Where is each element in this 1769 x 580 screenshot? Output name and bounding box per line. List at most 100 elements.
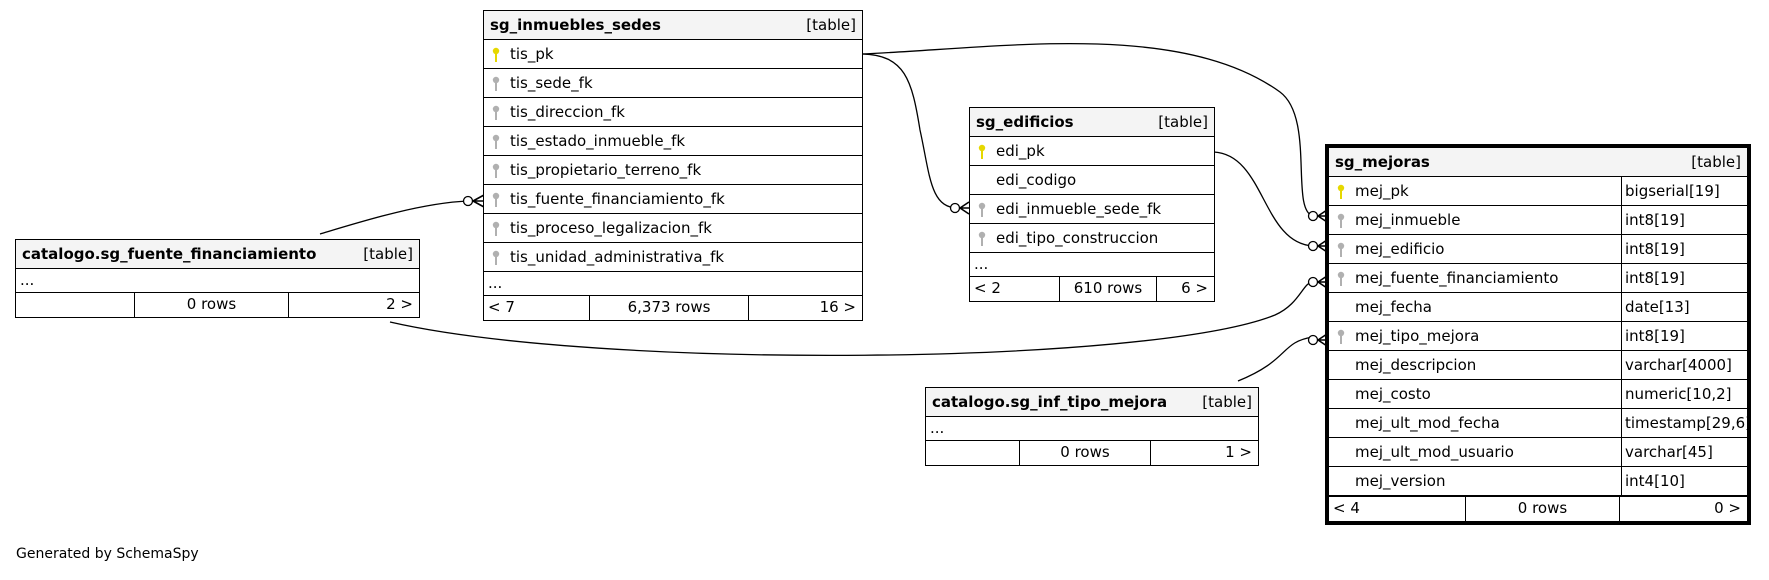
foreign-key-icon xyxy=(1337,242,1345,257)
column-row[interactable]: mej_costo numeric[10,2] xyxy=(1329,380,1747,409)
table-header[interactable]: catalogo.sg_fuente_financiamiento [table… xyxy=(16,240,419,269)
table-name: sg_edificios xyxy=(976,113,1074,131)
column-row[interactable]: tis_direccion_fk xyxy=(484,98,862,127)
table-name: catalogo.sg_fuente_financiamiento xyxy=(22,245,317,263)
foreign-key-icon xyxy=(492,221,500,236)
column-row[interactable]: edi_codigo xyxy=(970,166,1214,195)
column-name: tis_pk xyxy=(510,45,554,63)
column-name: edi_inmueble_sede_fk xyxy=(996,200,1162,218)
column-type: int8[19] xyxy=(1621,322,1747,350)
generated-by-credit: Generated by SchemaSpy xyxy=(16,546,199,562)
column-name: mej_edificio xyxy=(1355,240,1445,258)
column-name: tis_sede_fk xyxy=(510,74,593,92)
column-name: mej_pk xyxy=(1355,182,1409,200)
key-icon xyxy=(492,47,500,62)
column-name: mej_tipo_mejora xyxy=(1355,327,1480,345)
table-sg-inmuebles-sedes[interactable]: sg_inmuebles_sedes [table] tis_pk tis_se… xyxy=(483,10,863,321)
table-header[interactable]: sg_mejoras [table] xyxy=(1329,148,1747,177)
parents-link[interactable] xyxy=(16,293,134,317)
column-row[interactable]: tis_fuente_financiamiento_fk xyxy=(484,185,862,214)
table-footer: 0 rows 1 > xyxy=(926,441,1258,465)
key-icon xyxy=(978,144,986,159)
ellipsis: ... xyxy=(930,419,945,437)
children-link[interactable]: 2 > xyxy=(288,293,419,317)
ellipsis: ... xyxy=(20,271,35,289)
column-type: int8[19] xyxy=(1621,264,1747,292)
table-footer: 0 rows 2 > xyxy=(16,293,419,317)
foreign-key-icon xyxy=(492,134,500,149)
column-row[interactable]: mej_pk bigserial[19] xyxy=(1329,177,1747,206)
more-columns: ... xyxy=(926,417,1258,441)
more-columns: ... xyxy=(484,272,862,296)
table-header[interactable]: catalogo.sg_inf_tipo_mejora [table] xyxy=(926,388,1258,417)
foreign-key-icon xyxy=(1337,329,1345,344)
column-row[interactable]: tis_unidad_administrativa_fk xyxy=(484,243,862,272)
column-row[interactable]: tis_proceso_legalizacion_fk xyxy=(484,214,862,243)
table-sg-edificios[interactable]: sg_edificios [table] edi_pk edi_codigo e… xyxy=(969,107,1215,302)
children-link[interactable]: 6 > xyxy=(1156,277,1214,301)
column-type: date[13] xyxy=(1621,293,1747,321)
table-header[interactable]: sg_inmuebles_sedes [table] xyxy=(484,11,862,40)
column-row[interactable]: mej_ult_mod_usuario varchar[45] xyxy=(1329,438,1747,467)
edge-sedes-edificios xyxy=(861,53,959,209)
column-row[interactable]: tis_pk xyxy=(484,40,862,69)
column-name: edi_pk xyxy=(996,142,1045,160)
column-row[interactable]: mej_fuente_financiamiento int8[19] xyxy=(1329,264,1747,293)
row-count: 0 rows xyxy=(1019,441,1150,465)
column-type: varchar[45] xyxy=(1621,438,1747,466)
column-name: edi_codigo xyxy=(996,171,1077,189)
children-link[interactable]: 0 > xyxy=(1619,497,1747,521)
foreign-key-icon xyxy=(492,163,500,178)
column-row[interactable]: mej_version int4[10] xyxy=(1329,467,1747,496)
parents-link[interactable]: < 4 xyxy=(1333,499,1360,517)
column-name: edi_tipo_construccion xyxy=(996,229,1159,247)
table-footer: < 2 610 rows 6 > xyxy=(970,277,1214,301)
column-row[interactable]: edi_pk xyxy=(970,137,1214,166)
table-catalogo-sg-fuente-financiamiento[interactable]: catalogo.sg_fuente_financiamiento [table… xyxy=(15,239,420,318)
column-name: mej_inmueble xyxy=(1355,211,1461,229)
column-row[interactable]: tis_propietario_terreno_fk xyxy=(484,156,862,185)
edge-sedes-mejoras xyxy=(861,42,1314,217)
foreign-key-icon xyxy=(492,76,500,91)
column-name: mej_ult_mod_usuario xyxy=(1355,443,1514,461)
foreign-key-icon xyxy=(1337,213,1345,228)
edge-tipo-mejoras xyxy=(1237,336,1314,382)
children-link[interactable]: 1 > xyxy=(1150,441,1258,465)
table-name: catalogo.sg_inf_tipo_mejora xyxy=(932,393,1168,411)
parents-link[interactable]: < 7 xyxy=(488,298,515,316)
parents-link[interactable]: < 2 xyxy=(974,279,1001,297)
column-row[interactable]: mej_ult_mod_fecha timestamp[29,6] xyxy=(1329,409,1751,438)
key-icon xyxy=(1337,184,1345,199)
parents-link[interactable] xyxy=(926,441,1019,465)
column-row[interactable]: tis_sede_fk xyxy=(484,69,862,98)
row-count: 610 rows xyxy=(1059,277,1156,301)
table-footer: < 7 6,373 rows 16 > xyxy=(484,296,862,320)
ellipsis: ... xyxy=(488,274,503,292)
column-type: numeric[10,2] xyxy=(1621,380,1747,408)
column-name: tis_unidad_administrativa_fk xyxy=(510,248,725,266)
column-row[interactable]: mej_fecha date[13] xyxy=(1329,293,1747,322)
table-header[interactable]: sg_edificios [table] xyxy=(970,108,1214,137)
column-row[interactable]: mej_edificio int8[19] xyxy=(1329,235,1747,264)
row-count: 0 rows xyxy=(1465,497,1619,521)
column-row[interactable]: edi_tipo_construccion xyxy=(970,224,1214,253)
column-name: mej_costo xyxy=(1355,385,1431,403)
row-count: 6,373 rows xyxy=(589,296,748,320)
column-name: mej_descripcion xyxy=(1355,356,1477,374)
table-catalogo-sg-inf-tipo-mejora[interactable]: catalogo.sg_inf_tipo_mejora [table] ... … xyxy=(925,387,1259,466)
table-sg-mejoras[interactable]: sg_mejoras [table] mej_pk bigserial[19] … xyxy=(1325,144,1751,525)
table-kind: [table] xyxy=(806,16,856,34)
table-name: sg_inmuebles_sedes xyxy=(490,16,661,34)
column-row[interactable]: tis_estado_inmueble_fk xyxy=(484,127,862,156)
column-row[interactable]: edi_inmueble_sede_fk xyxy=(970,195,1214,224)
table-kind: [table] xyxy=(1158,113,1208,131)
table-name: sg_mejoras xyxy=(1335,153,1430,171)
column-row[interactable]: mej_descripcion varchar[4000] xyxy=(1329,351,1747,380)
column-row[interactable]: mej_inmueble int8[19] xyxy=(1329,206,1747,235)
column-row[interactable]: mej_tipo_mejora int8[19] xyxy=(1329,322,1747,351)
column-type: int8[19] xyxy=(1621,235,1747,263)
children-link[interactable]: 16 > xyxy=(748,296,862,320)
foreign-key-icon xyxy=(492,250,500,265)
column-name: tis_proceso_legalizacion_fk xyxy=(510,219,712,237)
